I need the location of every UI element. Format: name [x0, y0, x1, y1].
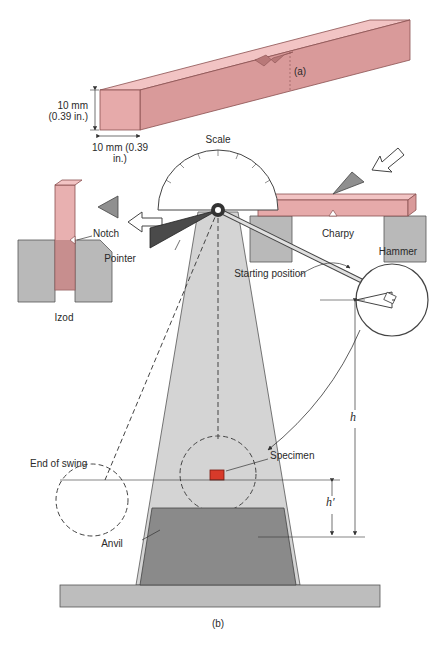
part-name: Specimen — [270, 450, 314, 461]
figure-letter: (a) — [294, 66, 306, 77]
figure-letter: (b) — [212, 618, 224, 629]
part-name: Pointer — [104, 253, 136, 264]
part-name: Scale — [205, 134, 230, 145]
height-symbol: h′ — [326, 497, 335, 508]
test-name: Izod — [55, 312, 74, 323]
part-name: Starting position — [234, 268, 306, 279]
test-name: Charpy — [322, 228, 354, 239]
part-name: Hammer — [379, 246, 417, 257]
height-symbol: h — [350, 412, 356, 423]
part-name: Anvil — [101, 538, 123, 549]
dimension: 10 mm (0.39 in.) — [90, 142, 150, 164]
part-name: Notch — [93, 228, 119, 239]
dimension: 10 mm (0.39 in.) — [32, 100, 88, 122]
part-name: End of swing — [30, 458, 87, 469]
